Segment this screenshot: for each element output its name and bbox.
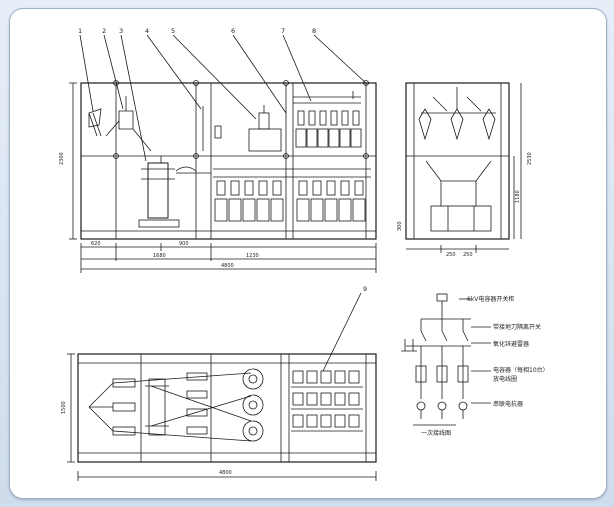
dim-side-300: 300 [397, 221, 403, 231]
dim-plan-depth: 1500 [61, 401, 67, 414]
front-elevation-view [69, 34, 377, 273]
drawing-sheet: 1 2 3 4 5 6 7 8 9 2300 620 900 1680 1230… [9, 8, 607, 499]
label-switch-cabinet: 6kV电容器开关柜 [467, 295, 514, 303]
callout-8: 8 [312, 27, 316, 35]
plan-view [67, 292, 377, 481]
dim-900: 900 [179, 241, 189, 247]
single-line-caption: 一次接线图 [421, 429, 451, 437]
label-series-reactor: 串联电抗器 [493, 400, 523, 408]
side-elevation-view [405, 82, 522, 253]
dim-side-250-b: 250 [463, 252, 473, 258]
dim-620: 620 [91, 241, 101, 247]
callout-6: 6 [231, 27, 235, 35]
label-discharge-coil: 放电线圈 [493, 375, 517, 383]
engineering-drawing: 1 2 3 4 5 6 7 8 9 2300 620 900 1680 1230… [59, 27, 549, 481]
callout-5: 5 [171, 27, 175, 35]
dim-front-width: 4800 [221, 263, 234, 269]
label-capacitor: 电容器（每相10台） [493, 366, 549, 374]
dim-1680: 1680 [153, 253, 166, 259]
dim-side-1180: 1180 [515, 190, 521, 203]
callout-9: 9 [363, 285, 367, 293]
callout-3: 3 [119, 27, 123, 35]
dim-front-height: 2300 [59, 152, 65, 165]
callout-1: 1 [78, 27, 82, 35]
dim-plan-width: 4800 [219, 470, 232, 476]
callout-4: 4 [145, 27, 149, 35]
label-surge-arrester: 氧化锌避雷器 [493, 340, 529, 348]
dim-side-250-a: 250 [446, 252, 456, 258]
callout-2: 2 [102, 27, 106, 35]
callout-7: 7 [281, 27, 285, 35]
dim-1230: 1230 [246, 253, 259, 259]
single-line-diagram [401, 293, 491, 426]
label-isolating-switch: 带接地刀隔离开关 [493, 323, 541, 331]
dim-side-2530: 2530 [527, 152, 533, 165]
